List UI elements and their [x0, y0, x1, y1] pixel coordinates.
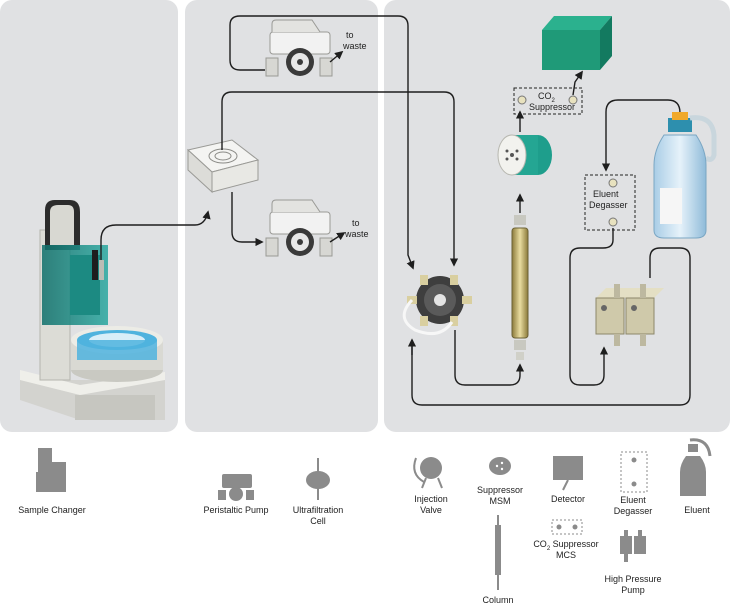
co2-label-1: CO2 [538, 91, 556, 104]
line-to-valve-a [229, 15, 415, 270]
legend-high-pressure-pump-2: Pump [621, 585, 645, 595]
line-to-waste-bottom [329, 232, 346, 243]
legend-suppressor-msm-2: MSM [490, 496, 511, 506]
legend-co2-suppressor-1: CO2 Suppressor [533, 539, 598, 552]
legend-peristaltic-pump: Peristaltic Pump [203, 505, 268, 515]
peristaltic-pump-top [265, 19, 333, 77]
legend-sample-changer: Sample Changer [18, 505, 86, 515]
legend-co2-suppressor-2: MCS [556, 550, 576, 560]
legend-ultrafiltration-2: Cell [310, 516, 326, 526]
legend-ultrafiltration-1: Ultrafiltration [293, 505, 344, 515]
legend-eluent-degasser-1: Eluent [620, 495, 646, 505]
legend-eluent-icon [680, 438, 712, 496]
legend-co2-suppressor-icon [551, 519, 583, 535]
line-degasser-to-pump [569, 228, 614, 386]
line-to-waste-top [329, 50, 344, 63]
legend-eluent: Eluent [684, 505, 710, 515]
waste-label-bottom-2: waste [344, 229, 369, 239]
degasser-label-1: Eluent [593, 189, 619, 199]
line-to-valve-b [221, 91, 459, 267]
high-pressure-pump [595, 284, 664, 346]
legend-high-pressure-pump-1: High Pressure [604, 574, 661, 584]
legend-injection-valve-2: Valve [420, 505, 442, 515]
legend-suppressor-msm-icon [489, 457, 511, 475]
legend-suppressor-msm-1: Suppressor [477, 485, 523, 495]
eluent-bottle [653, 112, 717, 239]
co2-label-2: Suppressor [529, 102, 575, 112]
line-co2-to-detector [572, 70, 583, 96]
legend-column: Column [482, 595, 513, 605]
legend-column-icon [495, 515, 501, 590]
injection-valve [402, 275, 472, 336]
legend-sample-changer-icon [36, 448, 66, 492]
legend-eluent-degasser-icon [620, 451, 648, 493]
suppressor-msm [497, 134, 552, 176]
waste-label-top-2: waste [342, 41, 367, 51]
eluent-degasser [584, 174, 636, 231]
waste-label-top-1: to [346, 30, 354, 40]
peristaltic-pump-bottom [265, 199, 333, 257]
line-valve-to-column [454, 330, 525, 386]
legend-detector: Detector [551, 494, 585, 504]
legend-ultrafiltration-icon [306, 458, 330, 500]
degasser-label-2: Degasser [589, 200, 628, 210]
line-to-pump-bottom [231, 192, 264, 247]
sample-line [100, 210, 211, 260]
waste-label-bottom-1: to [352, 218, 360, 228]
legend-eluent-degasser-2: Degasser [614, 506, 653, 516]
ultrafiltration-cell [186, 139, 260, 194]
legend-peristaltic-pump-icon [218, 474, 254, 501]
column [511, 215, 529, 360]
line-pump-to-valve [411, 247, 691, 406]
co2-suppressor [513, 87, 583, 115]
legend-injection-valve-1: Injection [414, 494, 448, 504]
legend-injection-valve-icon [413, 457, 443, 489]
legend-high-pressure-pump-icon [620, 530, 646, 562]
line-eluent-to-degasser [601, 99, 681, 172]
sample-changer [20, 200, 165, 420]
detector [542, 16, 612, 70]
legend-detector-icon [553, 456, 583, 491]
